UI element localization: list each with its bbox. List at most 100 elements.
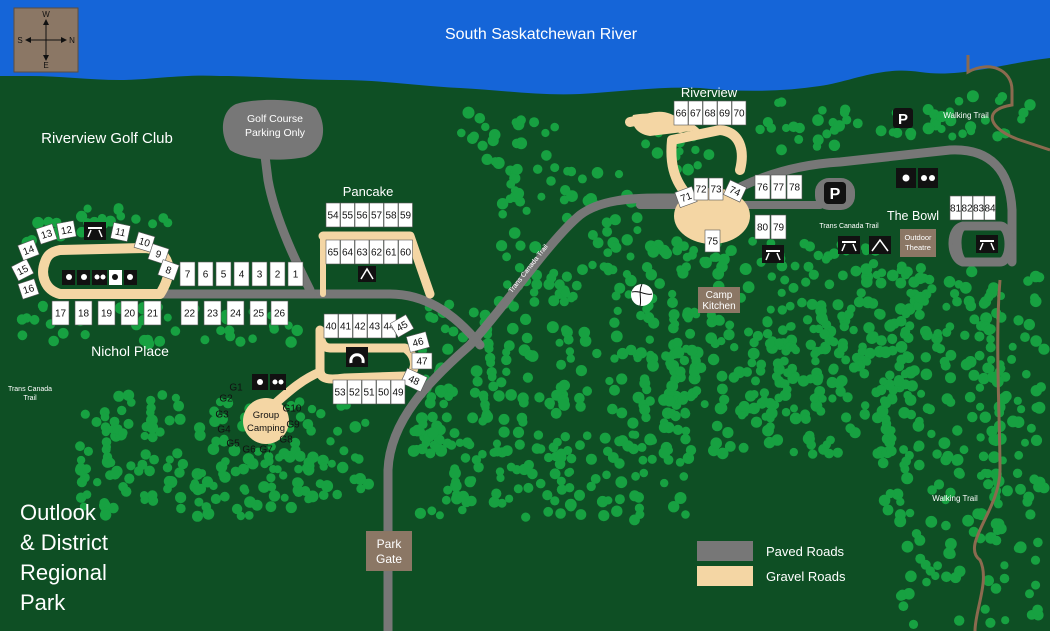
campsite-72[interactable]: 72 (693, 177, 709, 201)
campsite-57[interactable]: 57 (369, 202, 384, 228)
campsite-74[interactable]: 74 (723, 179, 747, 203)
campsite-71[interactable]: 71 (674, 186, 698, 208)
campsite-12[interactable]: 12 (56, 220, 77, 240)
campsite-77[interactable]: 77 (770, 174, 787, 200)
campsite-2[interactable]: 2 (269, 261, 286, 287)
campsite-58[interactable]: 58 (383, 202, 399, 228)
campsite-40[interactable]: 40 (323, 313, 339, 339)
campsite-10[interactable]: 10 (133, 231, 156, 253)
campsite-64[interactable]: 64 (340, 239, 355, 265)
campsite-20[interactable]: 20 (120, 300, 139, 326)
campsite-G2[interactable]: G2 (219, 394, 233, 405)
campsite-66[interactable]: 66 (673, 100, 689, 126)
campsite-G10[interactable]: G10 (283, 404, 302, 415)
campsite-55[interactable]: 55 (340, 202, 355, 228)
campsite-53[interactable]: 53 (332, 379, 348, 405)
campsite-43[interactable]: 43 (367, 313, 382, 339)
campsite-9[interactable]: 9 (147, 243, 170, 265)
campsite-54[interactable]: 54 (325, 202, 341, 228)
tree (455, 438, 465, 447)
tree (544, 397, 555, 409)
campsite-15[interactable]: 15 (10, 258, 35, 282)
tree (1014, 450, 1024, 460)
campsite-16[interactable]: 16 (17, 278, 40, 300)
campsite-78[interactable]: 78 (786, 174, 803, 200)
tree (762, 329, 773, 339)
campsite-52[interactable]: 52 (347, 379, 362, 405)
campsite-46[interactable]: 46 (405, 331, 431, 353)
tree (575, 440, 585, 451)
campsite-84[interactable]: 84 (984, 195, 996, 221)
campsite-65[interactable]: 65 (325, 239, 341, 265)
campsite-45[interactable]: 45 (389, 314, 415, 338)
campsite-23[interactable]: 23 (203, 300, 222, 326)
campsite-G8[interactable]: G8 (279, 435, 293, 446)
tree (677, 394, 689, 405)
campsite-21[interactable]: 21 (143, 300, 162, 326)
tree (682, 163, 694, 176)
campsite-14[interactable]: 14 (17, 239, 40, 261)
campsite-1[interactable]: 1 (287, 261, 304, 287)
campsite-56[interactable]: 56 (354, 202, 370, 228)
campsite-68[interactable]: 68 (702, 100, 718, 126)
campsite-67[interactable]: 67 (688, 100, 703, 126)
campsite-61[interactable]: 61 (383, 239, 399, 265)
campsite-25[interactable]: 25 (249, 300, 268, 326)
campsite-3[interactable]: 3 (251, 261, 268, 287)
campsite-83[interactable]: 83 (972, 195, 985, 221)
campsite-G1[interactable]: G1 (229, 383, 243, 394)
campsite-26[interactable]: 26 (270, 300, 289, 326)
campsite-4[interactable]: 4 (233, 261, 250, 287)
campsite-80[interactable]: 80 (754, 214, 771, 240)
campsite-70[interactable]: 70 (731, 100, 747, 126)
campsite-G6[interactable]: G6 (242, 445, 256, 456)
campsite-G3[interactable]: G3 (215, 410, 229, 421)
tree (945, 487, 956, 498)
campsite-G9[interactable]: G9 (286, 420, 300, 431)
campsite-47[interactable]: 47 (411, 352, 433, 370)
campsite-13[interactable]: 13 (35, 223, 58, 245)
campsite-48[interactable]: 48 (400, 367, 428, 393)
campsite-51[interactable]: 51 (361, 379, 377, 405)
campsite-75[interactable]: 75 (704, 229, 721, 253)
campsite-G4[interactable]: G4 (217, 425, 231, 436)
campsite-5[interactable]: 5 (215, 261, 232, 287)
tree (681, 510, 690, 519)
tree (882, 504, 894, 516)
campsite-6[interactable]: 6 (197, 261, 214, 287)
campsite-69[interactable]: 69 (717, 100, 732, 126)
campsite-50[interactable]: 50 (376, 379, 391, 405)
campsite-G5[interactable]: G5 (226, 439, 240, 450)
tree (839, 321, 849, 332)
campsite-G7[interactable]: G7 (259, 445, 273, 456)
tree (857, 347, 867, 356)
campsite-41[interactable]: 41 (338, 313, 353, 339)
campsite-76[interactable]: 76 (754, 174, 771, 200)
campsite-22[interactable]: 22 (180, 300, 199, 326)
campsite-8[interactable]: 8 (157, 259, 180, 281)
campsite-79[interactable]: 79 (770, 214, 787, 240)
campsite-19[interactable]: 19 (97, 300, 116, 326)
tree (762, 317, 773, 328)
tree (828, 248, 840, 259)
campsite-11[interactable]: 11 (110, 222, 131, 242)
campsite-60[interactable]: 60 (398, 239, 413, 265)
campsite-18[interactable]: 18 (74, 300, 93, 326)
campsite-42[interactable]: 42 (352, 313, 368, 339)
tree (936, 110, 948, 123)
the-bowl-label: The Bowl (887, 209, 939, 223)
tree (512, 187, 525, 200)
campsite-73[interactable]: 73 (708, 177, 724, 201)
campsite-59[interactable]: 59 (398, 202, 413, 228)
campsite-49[interactable]: 49 (390, 379, 406, 405)
campsite-7[interactable]: 7 (179, 261, 196, 287)
tree (776, 144, 787, 156)
campsite-24[interactable]: 24 (226, 300, 245, 326)
tree (280, 493, 289, 502)
campsite-62[interactable]: 62 (369, 239, 384, 265)
campsite-17[interactable]: 17 (51, 300, 70, 326)
campsite-81[interactable]: 81 (949, 195, 962, 221)
campsite-63[interactable]: 63 (354, 239, 370, 265)
tree (822, 129, 832, 139)
campsite-82[interactable]: 82 (961, 195, 973, 221)
